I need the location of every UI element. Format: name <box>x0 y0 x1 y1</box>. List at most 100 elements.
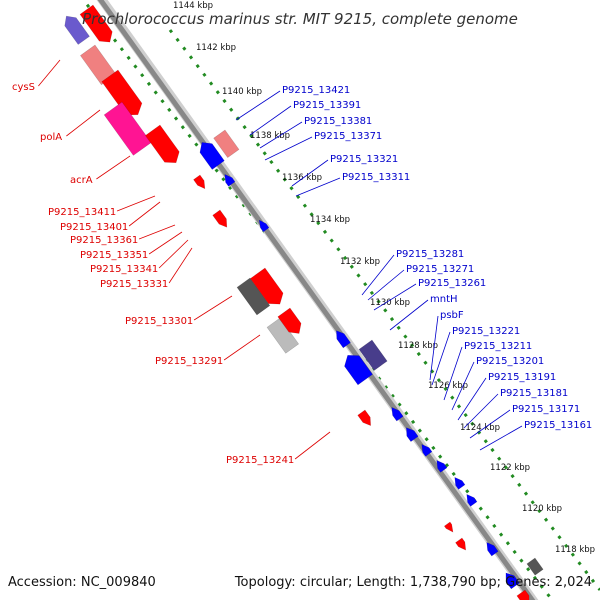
right-gene-label: P9215_13261 <box>418 278 486 289</box>
feature-gene-13291-grey <box>266 317 300 354</box>
feature-block-purple-top <box>64 15 90 45</box>
kbp-tick-label: 1128 kbp <box>398 341 438 351</box>
left-gene-label: acrA <box>70 175 93 186</box>
feature-gene-13281 <box>336 330 351 349</box>
left-gene-label: P9215_13351 <box>80 250 148 261</box>
feature-gene-13241 <box>357 409 371 426</box>
right-label-leader <box>443 346 463 401</box>
left-label-leader <box>158 239 189 269</box>
genome-summary: Topology: circular; Length: 1,738,790 bp… <box>234 575 592 590</box>
left-label-leader <box>294 431 331 460</box>
left-gene-label: P9215_13361 <box>70 235 138 246</box>
topology-label: Topology: <box>234 575 296 590</box>
kbp-tick-label: 1140 kbp <box>222 87 262 97</box>
right-label-leader <box>451 361 475 411</box>
right-gene-label: P9215_13321 <box>330 154 398 165</box>
left-label-leader <box>116 195 156 212</box>
left-gene-label: P9215_13291 <box>155 356 223 367</box>
right-gene-label: P9215_13181 <box>500 388 568 399</box>
genes-value: 2,024 <box>554 575 592 590</box>
right-label-leader <box>361 254 395 296</box>
feature-gene-13161 <box>466 493 478 507</box>
kbp-tick-label: 1142 kbp <box>196 43 236 53</box>
feature-gene-bottom-blue <box>505 572 520 590</box>
feature-gene-cysS <box>101 69 143 116</box>
kbp-tick-label: 1136 kbp <box>282 173 322 183</box>
kbp-tick-label: 1130 kbp <box>370 298 410 308</box>
feature-gene-small-b <box>455 537 467 551</box>
right-gene-label: P9215_13171 <box>512 404 580 415</box>
tick-track-right <box>168 29 600 591</box>
right-gene-label: P9215_13421 <box>282 85 350 96</box>
length-label: Length: <box>356 575 406 590</box>
feature-gene-13301 <box>250 267 284 305</box>
feature-gene-13291 <box>277 307 302 334</box>
left-gene-label: P9215_13341 <box>90 264 158 275</box>
left-gene-label: P9215_13331 <box>100 279 168 290</box>
kbp-tick-label: 1126 kbp <box>428 381 468 391</box>
left-label-leader <box>96 155 131 180</box>
left-label-leader <box>38 59 61 87</box>
kbp-tick-label: 1124 kbp <box>460 423 500 433</box>
right-label-leader <box>264 136 313 161</box>
right-label-leader <box>259 121 303 149</box>
left-label-leader <box>66 109 101 137</box>
feature-gene-13181 <box>436 459 448 473</box>
feature-gene-mntH <box>358 339 388 371</box>
feature-gene-mntH-b <box>344 354 373 386</box>
left-gene-label: P9215_13401 <box>60 222 128 233</box>
feature-gene-13411 <box>193 174 206 190</box>
right-gene-label: P9215_13391 <box>293 100 361 111</box>
feature-gene-acrA <box>145 124 180 163</box>
left-label-leader <box>138 224 176 240</box>
right-gene-label: P9215_13191 <box>488 372 556 383</box>
feature-gene-13321 <box>258 219 270 233</box>
left-gene-label: cysS <box>12 82 35 93</box>
right-gene-label: P9215_13281 <box>396 249 464 260</box>
kbp-tick-label: 1122 kbp <box>490 463 530 473</box>
right-label-leader <box>479 425 523 451</box>
right-label-leader <box>389 299 429 331</box>
right-gene-label: P9215_13371 <box>314 131 382 142</box>
kbp-tick-label: 1134 kbp <box>310 215 350 225</box>
right-gene-label: P9215_13381 <box>304 116 372 127</box>
right-label-leader <box>457 377 487 421</box>
topology-value: circular <box>299 575 348 590</box>
feature-gene-top <box>79 4 113 43</box>
feature-gene-small-a <box>443 521 454 533</box>
feature-gene-13421 <box>199 142 225 170</box>
left-gene-label: polA <box>40 132 62 143</box>
left-gene-label: P9215_13411 <box>48 207 116 218</box>
right-label-leader <box>235 90 281 121</box>
accession-info: Accession: NC_009840 <box>8 575 156 590</box>
right-gene-label: P9215_13271 <box>406 264 474 275</box>
feature-gene-13201 <box>406 427 419 442</box>
kbp-tick-label: 1144 kbp <box>173 1 213 11</box>
feature-gene-pink-a <box>80 44 117 86</box>
feature-gene-13211 <box>391 406 404 422</box>
left-gene-label: P9215_13241 <box>226 455 294 466</box>
left-label-leader <box>193 295 233 321</box>
right-gene-label: psbF <box>440 310 464 321</box>
left-label-leader <box>148 231 183 255</box>
right-label-leader <box>429 315 439 381</box>
right-label-leader <box>431 331 451 386</box>
feature-gene-13361 <box>212 209 228 228</box>
backbone <box>97 0 539 604</box>
right-label-leader <box>373 283 417 311</box>
right-gene-label: P9215_13211 <box>464 341 532 352</box>
feature-gene-13191 <box>421 443 433 457</box>
left-label-leader <box>128 201 161 227</box>
right-gene-label: P9215_13201 <box>476 356 544 367</box>
right-gene-label: mntH <box>430 294 458 305</box>
length-value: 1,738,790 bp <box>409 575 497 590</box>
kbp-tick-label: 1118 kbp <box>555 545 595 555</box>
right-gene-label: P9215_13221 <box>452 326 520 337</box>
kbp-tick-label: 1120 kbp <box>522 504 562 514</box>
genome-title: Prochlorococcus marinus str. MIT 9215, c… <box>82 10 518 28</box>
feature-gene-13381 <box>224 173 236 187</box>
accession-label: Accession: <box>8 575 77 590</box>
right-label-leader <box>367 269 405 301</box>
right-label-leader <box>463 393 499 429</box>
